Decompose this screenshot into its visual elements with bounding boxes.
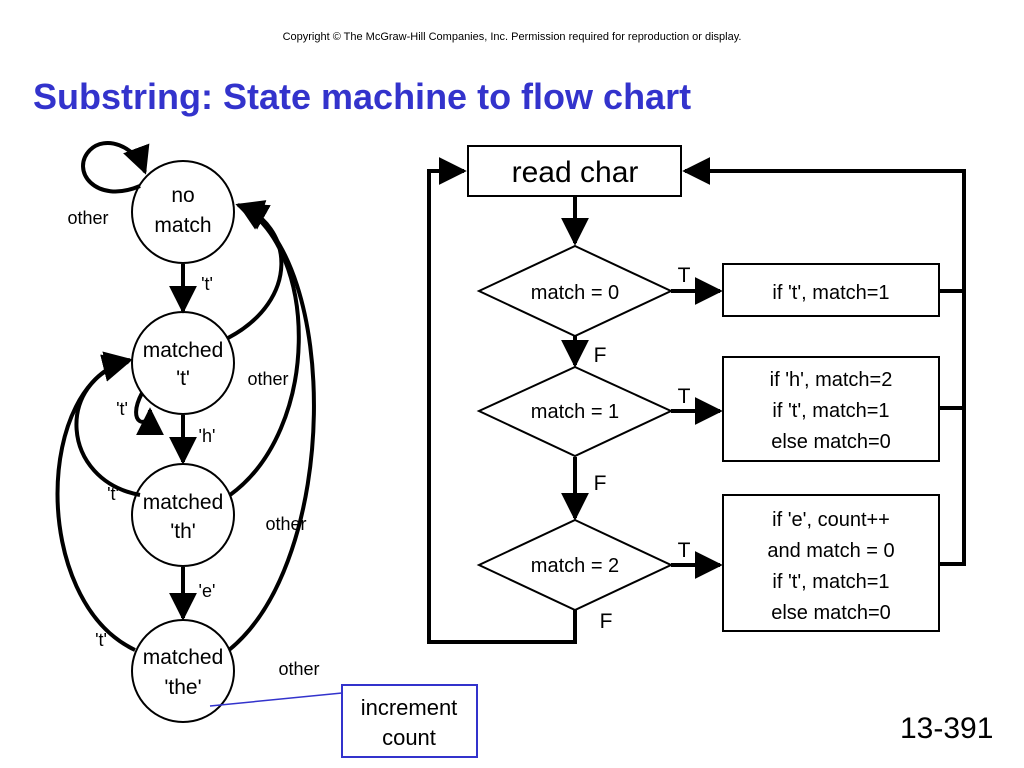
action-1-line2: if 't', match=1	[772, 400, 889, 422]
state-no-match-line2: match	[154, 214, 211, 237]
edge-other-2-to-0	[228, 203, 301, 497]
decision-match-0: match = 0	[476, 244, 674, 338]
label-h-1-to-2: 'h'	[199, 426, 216, 446]
self-loop-no-match	[81, 141, 150, 194]
state-matched-t-line1: matched	[143, 339, 224, 362]
false-label-2: F	[600, 610, 613, 633]
return-bus-right	[682, 157, 966, 566]
decision-match-2-label: match = 2	[531, 555, 619, 577]
action-match-2: if 'e', count++ and match = 0 if 't', ma…	[722, 494, 940, 632]
decision-match-1: match = 1	[476, 365, 674, 458]
action-2-line2: and match = 0	[767, 540, 894, 562]
action-2-line3: if 't', match=1	[772, 571, 889, 593]
edge-t-2-to-1	[74, 354, 141, 497]
label-self-other: other	[67, 208, 108, 228]
state-matched-th: matched 'th'	[131, 463, 235, 567]
state-matched-the-line2: 'the'	[164, 676, 201, 699]
true-label-0: T	[678, 264, 691, 287]
decision-match-0-label: match = 0	[531, 282, 619, 304]
label-other-1: other	[247, 369, 288, 389]
edge-t-3-to-1	[55, 351, 136, 652]
edge-other-1-to-0	[227, 200, 284, 340]
callout-line1: increment	[361, 695, 458, 720]
read-char-box	[467, 145, 682, 197]
label-t-3-to-1: 't'	[95, 630, 107, 650]
true-label-2: T	[678, 539, 691, 562]
slide-title: Substring: State machine to flow chart	[33, 76, 692, 117]
action-1-line1: if 'h', match=2	[770, 369, 893, 391]
state-no-match: no match	[131, 160, 235, 264]
state-matched-th-line2: 'th'	[170, 520, 196, 543]
false-label-0: F	[594, 344, 607, 367]
self-loop-matched-t	[134, 392, 164, 436]
action-1-line3: else match=0	[771, 431, 891, 453]
action-match-0: if 't', match=1	[722, 263, 940, 317]
callout-pointer	[209, 692, 343, 707]
state-matched-t-line2: 't'	[176, 367, 190, 390]
label-t-0-to-1: 't'	[201, 274, 213, 294]
return-bus-left	[427, 157, 577, 644]
state-matched-the: matched 'the'	[131, 619, 235, 723]
callout-line2: count	[382, 725, 436, 750]
read-char-label: read char	[512, 156, 639, 189]
false-label-1: F	[594, 472, 607, 495]
label-t-2-to-1: 't'	[107, 484, 119, 504]
label-e-2-to-3: 'e'	[199, 581, 216, 601]
true-label-1: T	[678, 385, 691, 408]
callout-box	[341, 684, 478, 758]
state-matched-th-line1: matched	[143, 491, 224, 514]
state-machine: no match matched 't' matched 'th' matche…	[55, 141, 478, 758]
action-match-1: if 'h', match=2 if 't', match=1 else mat…	[722, 356, 940, 462]
label-other-3: other	[278, 659, 319, 679]
edge-other-3-to-0	[227, 203, 316, 652]
copyright-notice: Copyright © The McGraw-Hill Companies, I…	[282, 31, 742, 43]
action-0-line1: if 't', match=1	[772, 282, 889, 304]
decision-match-1-label: match = 1	[531, 401, 619, 423]
state-matched-the-line1: matched	[143, 646, 224, 669]
state-matched-t: matched 't'	[131, 311, 235, 415]
flow-chart: read char match = 0 match = 1 match = 2 …	[427, 145, 966, 644]
decision-match-2: match = 2	[476, 518, 674, 612]
action-2-line4: else match=0	[771, 602, 891, 624]
state-no-match-line1: no	[171, 184, 194, 207]
slide-number: 13-391	[900, 712, 994, 745]
label-t-self-1: 't'	[116, 399, 128, 419]
action-2-line1: if 'e', count++	[772, 509, 890, 531]
